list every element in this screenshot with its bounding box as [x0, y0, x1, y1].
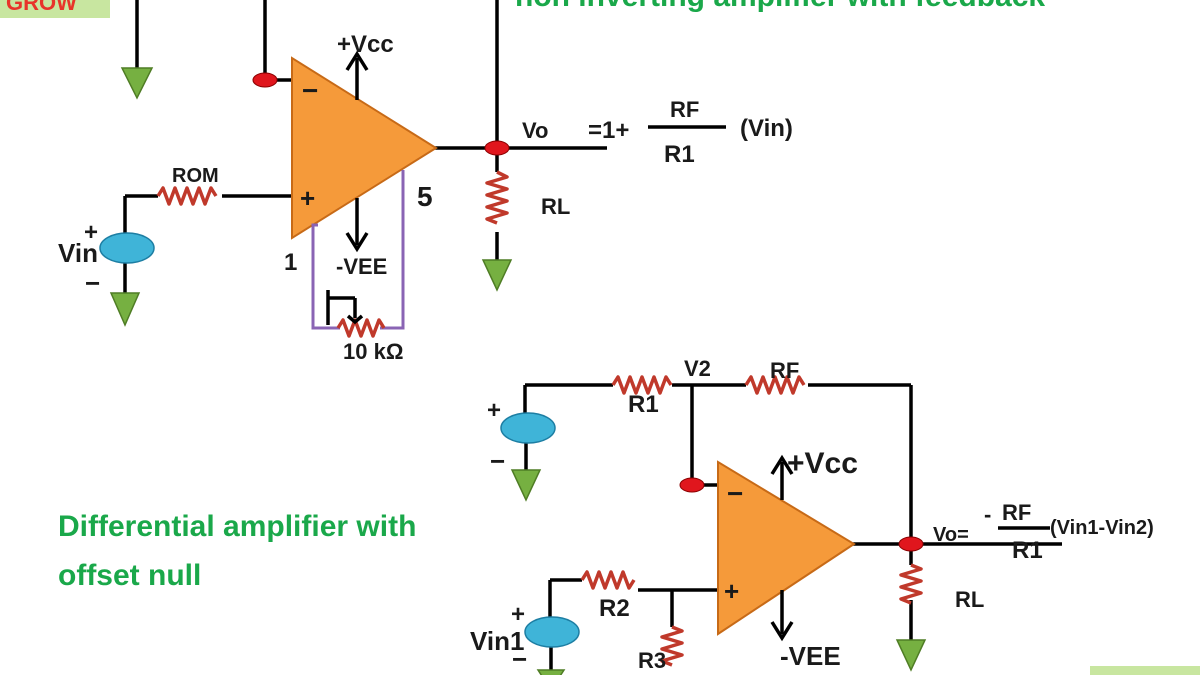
formula-top-suffix: (Vin): [740, 115, 793, 142]
label-pin1: 1: [284, 249, 297, 276]
label-vcc-top: +Vcc: [337, 31, 394, 58]
resistor-rl-top: [485, 170, 509, 225]
label-vin1-plus: +: [511, 601, 525, 628]
junction-node: [898, 536, 924, 552]
top-wires: [123, 0, 607, 325]
label-rom: ROM: [172, 165, 219, 187]
voltage-source-vin1: [524, 616, 580, 648]
brand-badge-bg: [0, 0, 110, 18]
label-vin: Vin: [58, 238, 98, 268]
vee-arrow: [345, 232, 369, 253]
label-vin2-plus: +: [487, 397, 501, 424]
label-pin5: 5: [417, 181, 433, 212]
pot-resistor: [336, 318, 386, 338]
resistor-rf-bottom: [744, 375, 806, 395]
label-vee-top: -VEE: [336, 254, 387, 279]
vcc-arrow-bottom: [770, 454, 794, 475]
label-vin-plus: +: [84, 219, 98, 246]
label-vcc-bottom: +Vcc: [787, 447, 858, 480]
opamp-top-inv-sign: −: [302, 75, 318, 106]
ground-symbol: [536, 669, 566, 675]
formula-top-den: R1: [664, 141, 695, 168]
label-pot: 10 kΩ: [343, 339, 403, 364]
junction-node: [679, 477, 705, 493]
voltage-source-vin2: [500, 412, 556, 444]
label-vee-bottom: -VEE: [780, 641, 841, 671]
label-vo-bottom: Vo=: [933, 524, 969, 546]
bottom-circuit-title-line1: Differential amplifier with: [58, 510, 416, 543]
label-vo-top: Vo: [522, 118, 548, 143]
label-vin-minus: −: [85, 268, 100, 298]
bottom-wires: [523, 383, 1062, 675]
ground-symbol: [120, 67, 154, 100]
label-r3-bottom: R3: [638, 648, 666, 673]
vee-arrow-bottom: [770, 621, 794, 642]
opamp-top: [291, 56, 438, 240]
ground-symbol: [109, 292, 141, 327]
resistor-rom: [156, 186, 218, 206]
formula-top-num: RF: [670, 97, 699, 122]
pot-wiper-arrow: [346, 314, 364, 325]
corner-strip: [1090, 666, 1200, 675]
formula-bottom-num: RF: [1002, 500, 1031, 525]
label-rl-top: RL: [541, 194, 570, 219]
label-rf-bottom: RF: [770, 358, 799, 383]
ground-symbol: [481, 259, 513, 292]
formula-top-prefix: =1+: [588, 117, 629, 144]
offset-null-wires: [311, 170, 405, 330]
bottom-circuit-title-line2: offset null: [58, 559, 201, 592]
opamp-bottom-inv-glyph: −: [727, 478, 743, 509]
brand-badge: GROW: [6, 0, 77, 15]
junction-node: [252, 72, 278, 88]
label-vin2-minus: −: [490, 446, 505, 476]
opamp-bottom-noninv-glyph: +: [724, 576, 739, 606]
label-v2: V2: [684, 356, 711, 381]
vcc-arrow: [345, 50, 369, 71]
voltage-source-vin: [99, 232, 155, 264]
ground-symbol: [895, 639, 927, 672]
junction-node: [484, 140, 510, 156]
resistor-rl-bottom: [899, 563, 923, 605]
opamp-top-noninv-sign: +: [300, 183, 315, 213]
formula-bottom-den: R1: [1012, 537, 1043, 564]
resistor-r1-bottom: [611, 375, 673, 395]
label-r2-bottom: R2: [599, 595, 630, 622]
label-vin1-minus: −: [512, 644, 527, 674]
ground-symbol: [510, 469, 542, 502]
opamp-bottom: [717, 460, 856, 636]
formula-bottom-sign: -: [984, 502, 991, 527]
top-circuit-title: non inverting amplifier with feedback: [515, 0, 1045, 13]
label-r1-bottom: R1: [628, 391, 659, 418]
label-rl-bottom: RL: [955, 587, 984, 612]
resistor-r3-bottom: [660, 625, 684, 667]
label-vin1: Vin1: [470, 626, 524, 656]
formula-bottom-suffix: (Vin1-Vin2): [1050, 517, 1154, 539]
resistor-r2-bottom: [580, 570, 636, 590]
